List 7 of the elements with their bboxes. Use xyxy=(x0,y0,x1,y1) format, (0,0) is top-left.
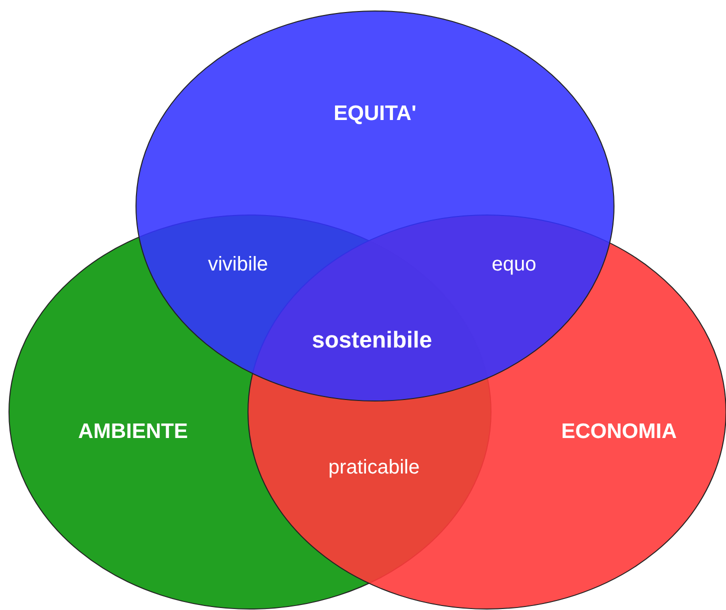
set-label: EQUITA' xyxy=(334,102,416,126)
center-label: sostenibile xyxy=(312,326,432,354)
overlap-label: vivibile xyxy=(208,254,268,276)
overlap-label: praticabile xyxy=(328,456,420,480)
set-label: AMBIENTE xyxy=(78,420,188,444)
overlap-label: equo xyxy=(492,254,536,276)
set-label: ECONOMIA xyxy=(561,420,677,444)
